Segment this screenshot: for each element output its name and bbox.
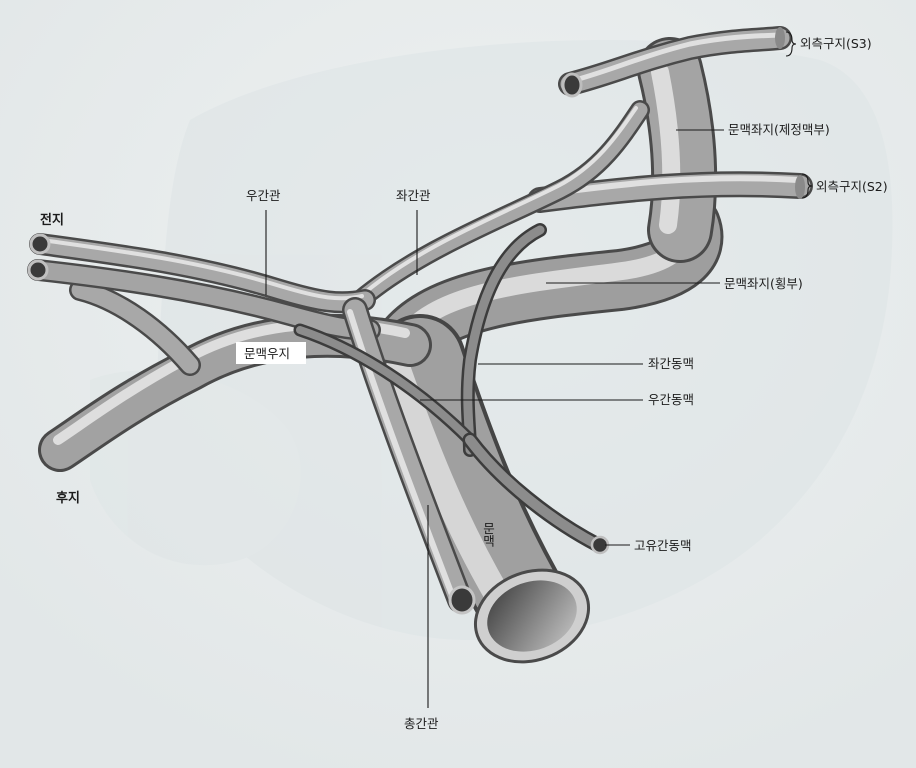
anterior-branch-vessel <box>69 279 201 376</box>
left-hepatic-duct-vessel <box>350 100 650 310</box>
labels: 전지 후지 우간관 좌간관 외측구지(S3) 외측구지(S2) 문맥좌지(제정맥… <box>40 36 888 731</box>
label-anterior-branch: 전지 <box>40 212 64 228</box>
lateral-branch-s3-vessel <box>558 26 792 98</box>
right-hepatic-duct-vessel <box>27 233 381 341</box>
label-proper-hepatic-artery: 고유간동맥 <box>634 538 692 553</box>
label-common-hepatic-duct: 총간관 <box>404 716 439 731</box>
label-left-hepatic-artery: 좌간동맥 <box>648 356 694 371</box>
lateral-branch-s2-vessel <box>527 171 813 213</box>
leader-lines <box>265 31 813 708</box>
portal-vein-vessel <box>374 314 591 664</box>
proper-hepatic-artery-vessel <box>462 432 610 555</box>
label-left-hepatic-duct: 좌간관 <box>396 188 431 203</box>
portal-right-label-box <box>236 342 306 364</box>
label-lateral-branch-s2: 외측구지(S2) <box>816 179 888 194</box>
label-portal-right-branch: 문맥우지 <box>244 346 290 361</box>
label-right-hepatic-duct: 우간관 <box>246 188 281 203</box>
portal-left-umbilical-vessel <box>637 37 718 263</box>
label-posterior-branch: 후지 <box>56 490 80 506</box>
label-portal-left-transverse: 문맥좌지(횡부) <box>724 276 803 291</box>
label-right-hepatic-artery: 우간동맥 <box>648 392 694 407</box>
label-portal-vein: 문맥 <box>481 522 496 547</box>
label-portal-left-umbilical: 문맥좌지(제정맥부) <box>728 122 830 137</box>
right-hepatic-artery-vessel <box>293 323 477 447</box>
common-hepatic-duct-vessel <box>342 297 476 615</box>
label-lateral-branch-s3: 외측구지(S3) <box>800 36 872 51</box>
left-hepatic-artery-vessel <box>460 223 547 457</box>
